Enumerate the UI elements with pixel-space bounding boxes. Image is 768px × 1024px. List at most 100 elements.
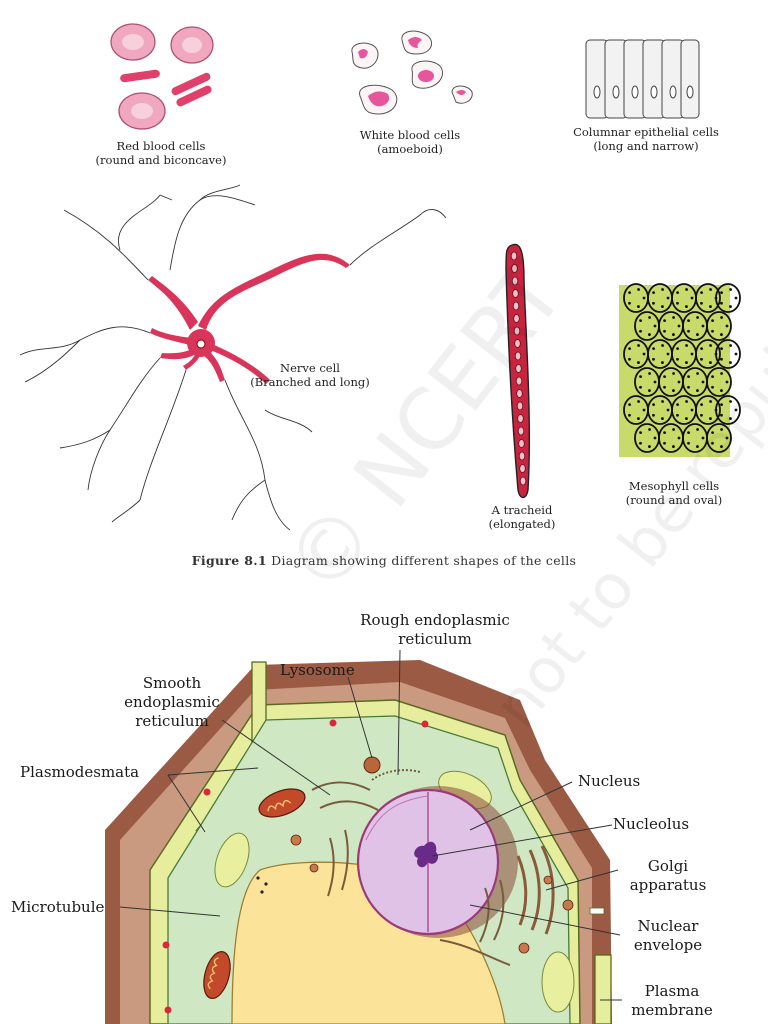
chloroplast-dot bbox=[690, 296, 694, 300]
leader-lines bbox=[119, 649, 622, 1001]
tracheid-pit bbox=[514, 351, 522, 361]
columnar-epithelial-drawing bbox=[585, 39, 700, 119]
chloroplast-dot bbox=[734, 352, 738, 356]
tracheid-pit bbox=[511, 264, 518, 273]
chloroplast-dot bbox=[687, 441, 690, 445]
chloroplast-dot bbox=[700, 403, 703, 407]
chloroplast-dot bbox=[709, 400, 712, 403]
chloroplast-dot bbox=[711, 319, 714, 323]
chloroplast-dot bbox=[661, 417, 664, 420]
rbc-subtitle: (round and biconcave) bbox=[95, 153, 227, 167]
chloroplast-dot bbox=[701, 380, 705, 384]
chloroplast-dot bbox=[720, 301, 723, 305]
chloroplast-dot bbox=[677, 324, 681, 328]
mesophyll-cell bbox=[715, 339, 741, 369]
chloroplast-dot bbox=[709, 288, 712, 291]
tracheid-pit bbox=[518, 439, 525, 448]
chloroplast-dot bbox=[637, 400, 640, 403]
chloroplast-dot bbox=[672, 333, 675, 336]
lysosome bbox=[363, 756, 381, 774]
chloroplast-dot bbox=[685, 288, 688, 291]
label-golgi: Golgi apparatus bbox=[618, 857, 718, 895]
chloroplast-dot bbox=[720, 413, 723, 417]
chloroplast-dot bbox=[661, 344, 664, 347]
wbc-caption: White blood cells (amoeboid) bbox=[340, 128, 480, 156]
chloroplast-dot bbox=[690, 408, 694, 412]
chloroplast-dot bbox=[729, 400, 732, 403]
figure-caption-text: Diagram showing different shapes of the … bbox=[271, 553, 577, 568]
label-nucleus: Nucleus bbox=[578, 772, 641, 790]
chloroplast-dot bbox=[628, 347, 631, 351]
chloroplast-dot bbox=[653, 436, 657, 440]
label-golgi-line1: Golgi bbox=[647, 857, 689, 875]
label-nuclear-envelope-line1: Nuclear bbox=[637, 917, 699, 935]
mesophyll-subtitle: (round and oval) bbox=[625, 493, 723, 507]
chloroplast-dot bbox=[652, 291, 655, 295]
chloroplast-dot bbox=[685, 305, 688, 308]
tracheid-pit bbox=[516, 401, 524, 411]
chloroplast-dot bbox=[639, 441, 642, 445]
tracheid-subtitle: (elongated) bbox=[488, 517, 556, 531]
chloroplast-dot bbox=[696, 372, 699, 375]
tracheid-pit bbox=[512, 289, 519, 298]
chloroplast-dot bbox=[720, 347, 723, 351]
mesophyll-cell bbox=[695, 339, 721, 369]
mesophyll-cell bbox=[695, 395, 721, 425]
chloroplast-dot bbox=[639, 329, 642, 333]
rbc-caption: Red blood cells (round and biconcave) bbox=[86, 139, 236, 167]
mitochondria bbox=[203, 788, 306, 999]
label-rough-er: Rough endoplasmic reticulum bbox=[330, 611, 540, 649]
chloroplast-dot bbox=[700, 301, 703, 305]
figure-caption: Figure 8.1 Diagram showing different sha… bbox=[0, 553, 768, 568]
tracheid-pit bbox=[511, 276, 519, 286]
label-golgi-line2: apparatus bbox=[629, 876, 707, 894]
chloroplast-dot bbox=[687, 375, 690, 379]
chloroplast-dot bbox=[639, 431, 642, 435]
chloroplast-dot bbox=[639, 375, 642, 379]
chloroplast-dot bbox=[676, 357, 679, 361]
chloroplast-dot bbox=[637, 417, 640, 420]
chloroplast-dot bbox=[720, 333, 723, 336]
chloroplast-dot bbox=[720, 316, 723, 319]
chloroplast-dot bbox=[672, 445, 675, 448]
chloroplast-dot bbox=[663, 329, 666, 333]
chloroplast-dot bbox=[661, 305, 664, 308]
red-blood-cells-drawing bbox=[110, 23, 214, 130]
label-rough-er-line2: reticulum bbox=[398, 630, 472, 648]
label-plasma-membrane: Plasma membrane bbox=[624, 982, 720, 1020]
tracheid-pit bbox=[515, 376, 523, 386]
tracheid-drawing bbox=[505, 243, 531, 499]
chloroplast-dot bbox=[709, 344, 712, 347]
chloroplast-dot bbox=[700, 413, 703, 417]
chloroplast-dot bbox=[677, 436, 681, 440]
label-nuclear-envelope-line2: envelope bbox=[633, 936, 703, 954]
chloroplast-dot bbox=[648, 333, 651, 336]
chloroplast-dot bbox=[729, 288, 732, 291]
rbc-title: Red blood cells bbox=[116, 139, 206, 153]
chloroplast-dot bbox=[637, 288, 640, 291]
chloroplast-dot bbox=[700, 291, 703, 295]
chloroplast-dot bbox=[652, 347, 655, 351]
chloroplast-dot bbox=[700, 347, 703, 351]
chloroplast-dot bbox=[652, 357, 655, 361]
chloroplast-dot bbox=[729, 305, 732, 308]
chloroplast-dot bbox=[701, 436, 705, 440]
nerve-subtitle: (Branched and long) bbox=[250, 375, 370, 389]
chloroplast-dot bbox=[720, 389, 723, 392]
chloroplast-dot bbox=[711, 441, 714, 445]
chloroplast-dot bbox=[648, 445, 651, 448]
mesophyll-cells-drawing bbox=[619, 283, 741, 457]
chloroplast-dot bbox=[642, 296, 646, 300]
golgi-apparatus bbox=[516, 845, 555, 935]
chloroplast-dot bbox=[696, 333, 699, 336]
nucleus bbox=[356, 786, 518, 938]
tracheid-pit bbox=[519, 464, 526, 473]
chloroplast-dot bbox=[652, 301, 655, 305]
chloroplast-dot bbox=[677, 380, 681, 384]
chloroplast-dot bbox=[648, 428, 651, 431]
chloroplast-dot bbox=[685, 361, 688, 364]
chloroplast-dot bbox=[676, 347, 679, 351]
chloroplast-dot bbox=[725, 324, 729, 328]
label-smooth-er-line2: endoplasmic bbox=[124, 693, 220, 711]
